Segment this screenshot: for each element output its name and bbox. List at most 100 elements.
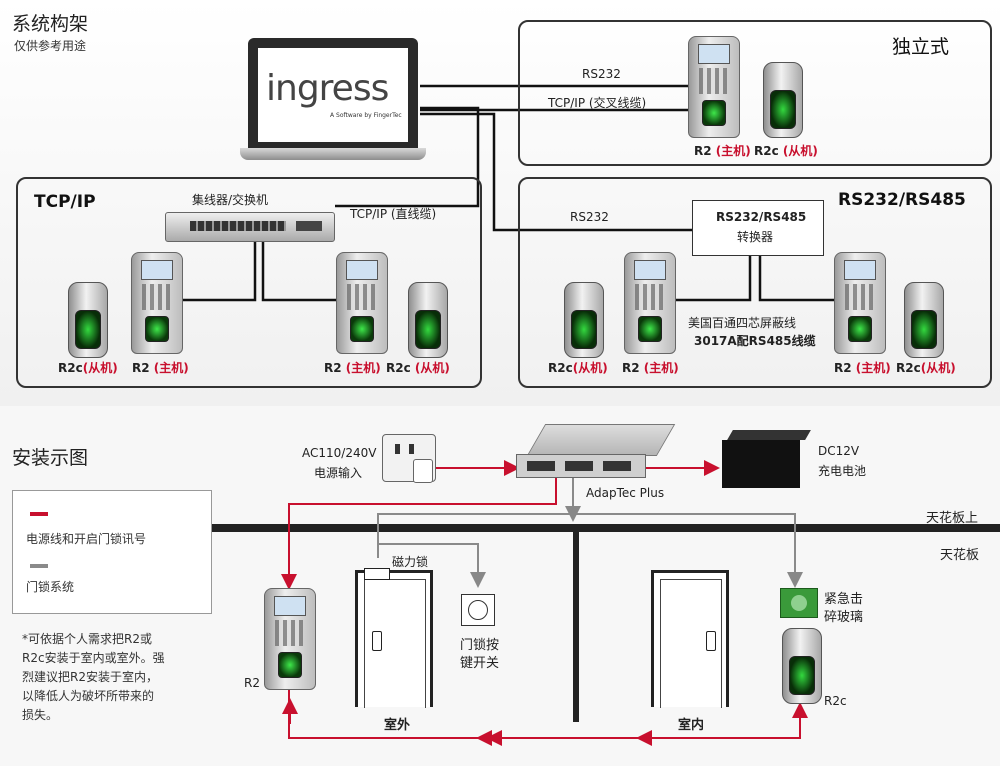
- standalone-box: [518, 20, 992, 166]
- adaptec-front: [516, 454, 646, 478]
- socket-slot: [409, 444, 414, 454]
- device-name: R2: [132, 361, 150, 375]
- cable-label-2: 3017A配RS485线缆: [694, 334, 816, 348]
- r2c-sensor: [788, 656, 816, 696]
- ceiling-label: 天花板: [940, 548, 980, 563]
- exit-button: [461, 594, 495, 626]
- device-name: R2c: [754, 144, 779, 158]
- lock-line: [377, 478, 574, 558]
- tcpip-link-label: TCP/IP (直线缆): [350, 207, 437, 221]
- battery-body: [722, 440, 800, 488]
- note-line-2: R2c安装于室内或室外。强: [22, 651, 165, 665]
- r2c-sensor: [74, 310, 102, 350]
- adaptec-port: [527, 461, 555, 471]
- adaptec-label: AdapTec Plus: [586, 486, 665, 500]
- indoor-label: 室内: [678, 718, 705, 733]
- indoor-door: [651, 570, 729, 708]
- r2-screen: [698, 44, 730, 64]
- laptop-tagline: A Software by FingerTec: [330, 112, 402, 119]
- laptop-display: [258, 48, 408, 142]
- device-role: (从机): [572, 361, 608, 375]
- r2-device: [624, 252, 676, 354]
- device-role: (从机): [82, 361, 118, 375]
- legend: [12, 490, 212, 614]
- socket-slot: [395, 444, 400, 454]
- exit-button-line: [378, 543, 486, 588]
- dc-label-2: 充电电池: [818, 464, 867, 478]
- device-role: (从机): [920, 361, 956, 375]
- laptop-base: [240, 148, 426, 160]
- ceiling-above-label: 天花板上: [926, 511, 979, 526]
- r2-keypad: [845, 284, 873, 310]
- outdoor-label: 室外: [384, 718, 411, 733]
- break-glass-label-2: 碎玻璃: [824, 610, 864, 625]
- ac-label-2: 电源输入: [314, 466, 363, 480]
- door-panel: [364, 579, 426, 708]
- r2c-sensor: [570, 310, 598, 350]
- exit-button-label-1: 门锁按: [460, 638, 500, 653]
- note-line-3: 烈建议把R2安装于室内，: [22, 670, 158, 684]
- adaptec-unit: [516, 424, 676, 478]
- r2-screen: [634, 260, 666, 280]
- device-name: R2: [622, 361, 640, 375]
- r2-device: [834, 252, 886, 354]
- ac-label-1: AC110/240V: [302, 446, 377, 460]
- r2-keypad: [635, 284, 663, 310]
- r2-screen: [346, 260, 378, 280]
- r2c-sensor: [769, 90, 797, 130]
- tcpip-device-1-label: R2c(从机): [58, 359, 118, 376]
- adaptec-port: [603, 461, 631, 471]
- r2c-device: [564, 282, 604, 358]
- break-glass: [780, 588, 818, 618]
- maglock: [364, 568, 390, 580]
- standalone-device-1-label: R2 (主机): [694, 142, 751, 159]
- r2c-device: [763, 62, 803, 138]
- standalone-device-2-label: R2c (从机): [754, 142, 818, 159]
- exit-button-ring: [468, 600, 488, 620]
- door-handle: [706, 631, 716, 651]
- door-panel: [660, 579, 722, 708]
- r2-screen: [844, 260, 876, 280]
- device-role: (主机): [715, 144, 751, 158]
- r2c-sensor: [910, 310, 938, 350]
- exit-button-label-2: 键开关: [460, 656, 500, 671]
- r2-sensor: [702, 100, 726, 126]
- cable-label-1: 美国百通四芯屏蔽线: [688, 316, 797, 330]
- r2-keypad: [275, 620, 303, 646]
- ac-socket: [382, 434, 436, 483]
- r2-sensor: [145, 316, 169, 342]
- r2-sensor: [848, 316, 872, 342]
- rs485-device-2-label: R2 (主机): [622, 359, 679, 376]
- device-name: R2c: [896, 361, 921, 375]
- standalone-link-tcpip: TCP/IP (交叉线缆): [548, 96, 647, 110]
- r2c-device: [408, 282, 448, 358]
- r2-keypad: [347, 284, 375, 310]
- standalone-title: 独立式: [892, 36, 950, 58]
- network-switch: [165, 212, 335, 242]
- device-role: (主机): [855, 361, 891, 375]
- r2c-device: [782, 628, 822, 704]
- laptop-brand: ingress: [266, 68, 389, 109]
- tcpip-device-4-label: R2c (从机): [386, 359, 450, 376]
- battery: [722, 430, 811, 490]
- device-role: (主机): [153, 361, 189, 375]
- legend-lock-label: 门锁系统: [26, 580, 75, 594]
- device-role: (主机): [643, 361, 679, 375]
- r2c-label: R2c: [824, 694, 847, 708]
- rs485-device-3-label: R2 (主机): [834, 359, 891, 376]
- rs485-device-1-label: R2c(从机): [548, 359, 608, 376]
- r2-sensor: [278, 652, 302, 678]
- ceiling-beam: [212, 524, 1000, 532]
- legend-power-swatch: [30, 512, 48, 516]
- switch-ports: [190, 221, 286, 231]
- tcpip-title: TCP/IP: [34, 192, 96, 212]
- rs485-device-4-label: R2c(从机): [896, 359, 956, 376]
- device-role: (从机): [414, 361, 450, 375]
- tcpip-device-2-label: R2 (主机): [132, 359, 189, 376]
- device-name: R2: [834, 361, 852, 375]
- r2-power-line: [281, 478, 557, 590]
- rs485-title: RS232/RS485: [838, 190, 966, 210]
- r2c-sensor: [414, 310, 442, 350]
- note-line-4: 以降低人为破坏所带来的: [22, 689, 155, 703]
- r2-keypad: [699, 68, 727, 94]
